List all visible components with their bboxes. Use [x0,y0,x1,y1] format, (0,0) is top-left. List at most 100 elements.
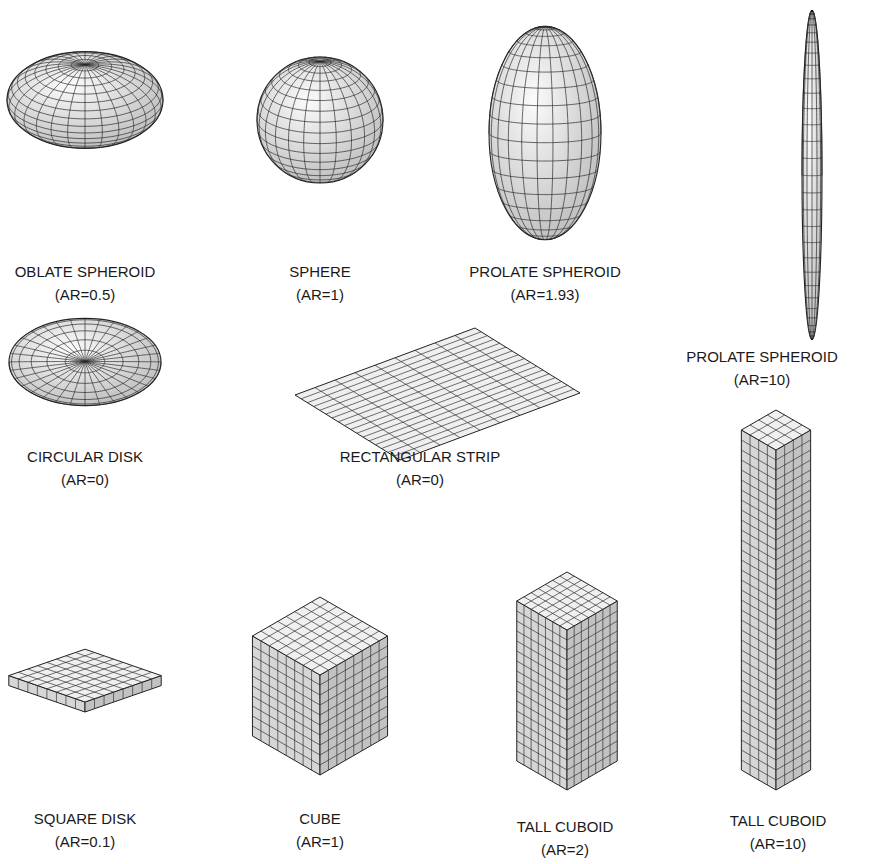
shape-name: RECTANGULAR STRIP [340,448,501,466]
grid-line [805,52,818,53]
grid-line [776,590,811,610]
grid-line [741,660,776,680]
grid-line [776,510,811,530]
shape-name: PROLATE SPHEROID [686,348,837,366]
face [9,649,161,702]
grid-line [803,92,820,94]
grid-line [538,589,588,618]
grid-line [320,696,388,735]
face [517,572,617,630]
grid-line [303,626,371,665]
grid-line [810,336,814,337]
grid-line [776,680,811,700]
grid-line [12,320,159,404]
grid-line [18,653,94,679]
grid-line [497,187,594,195]
grid-line [375,378,555,445]
prolate-spheroid-long [802,10,822,339]
grid-line [160,89,162,94]
grid-line [25,58,145,102]
shape-name: SPHERE [289,263,351,281]
grid-line [75,672,151,698]
grid-line [258,109,382,133]
grid-line [741,730,776,750]
grid-line [741,550,776,570]
face [567,601,617,790]
grid-line [776,570,811,590]
grid-line [312,631,380,670]
grid-line [776,480,811,500]
grid-line [776,630,811,650]
grid-line [545,584,595,613]
grid-line [295,621,363,660]
circular-disk [9,318,161,405]
grid-line [261,602,329,641]
grid-line [741,620,776,640]
grid-line [280,68,361,90]
grid-line [490,115,600,125]
shape-name: PROLATE SPHEROID [469,263,620,281]
cube [252,597,387,775]
grid-line [527,234,564,236]
grid-line [776,540,811,560]
grid-line [776,490,811,510]
grid-line [497,79,594,88]
grid-line [812,10,817,339]
grid-line [812,10,821,339]
grid-line [289,61,352,81]
grid-line [258,132,382,153]
grid-line [741,640,776,660]
grid-line [776,650,811,670]
aspect-ratio: (AR=0) [396,471,444,489]
grid-line [776,530,811,550]
grid-line [518,226,573,230]
grid-line [538,584,588,613]
grid-line [776,750,811,770]
aspect-ratio: (AR=1) [296,286,344,304]
grid-line [807,10,812,339]
square-disk [9,649,161,712]
grid-line [741,710,776,730]
grid-line [56,692,57,702]
grid-line [492,97,597,106]
grid-line [85,52,86,65]
grid-line [320,666,388,705]
grid-line [776,520,811,540]
grid-line [776,720,811,740]
face [517,601,567,790]
grid-line [320,343,500,410]
grid-line [9,65,85,115]
grid-line [29,134,141,147]
grid-line [47,340,123,384]
grid-line [142,682,143,692]
grid-line [545,27,601,133]
grid-line [338,355,518,422]
grid-line [490,152,600,161]
shape-name: TALL CUBOID [517,818,614,836]
grid-line [741,510,776,530]
grid-line [71,59,98,70]
grid-line [741,610,776,630]
grid-line [123,689,124,699]
grid-line [51,65,85,146]
grid-line [332,351,512,418]
sphere [257,57,383,183]
grid-line [545,27,582,240]
aspect-ratio: (AR=0.5) [55,286,115,304]
aspect-ratio: (AR=1.93) [511,286,580,304]
grid-line [356,68,360,75]
grid-line [252,696,320,735]
grid-line [741,570,776,590]
grid-line [298,57,341,73]
grid-line [378,97,379,100]
grid-line [806,308,818,309]
grid-line [776,580,811,600]
grid-line [286,617,354,656]
grid-line [286,617,354,656]
grid-line [307,336,487,403]
shape-name: CUBE [299,810,341,828]
grid-line [47,662,123,688]
grid-line [759,420,794,440]
grid-line [802,192,822,194]
grid-line [502,202,588,209]
